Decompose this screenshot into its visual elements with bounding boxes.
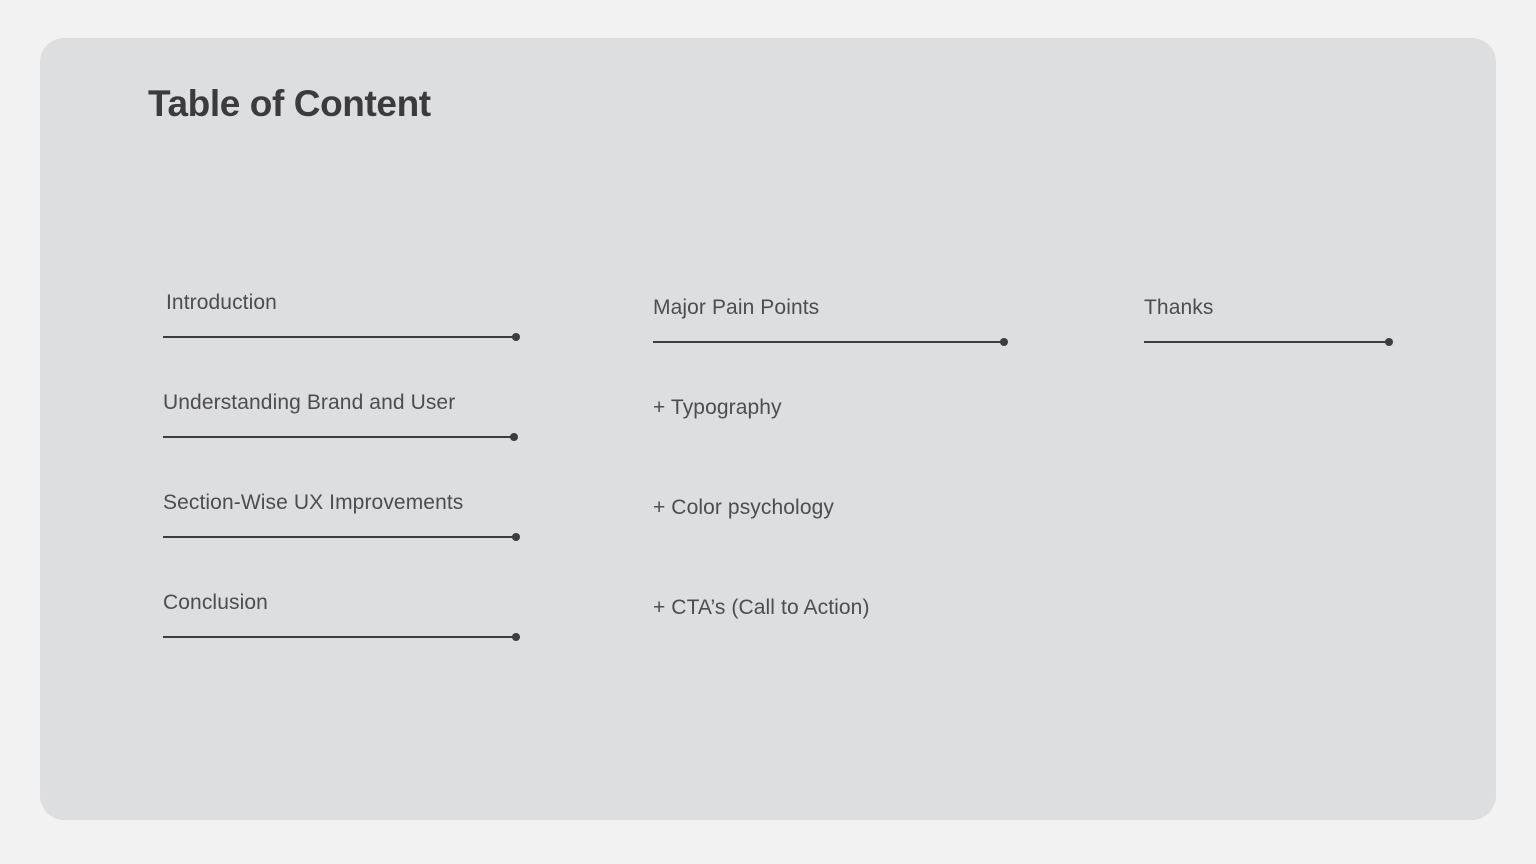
toc-entry-dot [512, 533, 520, 541]
toc-column-three: Thanks [1144, 293, 1404, 393]
toc-entry[interactable]: Understanding Brand and User [163, 388, 533, 488]
toc-entry-dot [1000, 338, 1008, 346]
toc-entry[interactable]: Section-Wise UX Improvements [163, 488, 533, 588]
page-title: Table of Content [148, 83, 431, 124]
toc-entry-label: Understanding Brand and User [163, 391, 456, 414]
slide-card [40, 38, 1496, 820]
toc-entry[interactable]: + Typography [653, 393, 1023, 493]
toc-entry-dot [512, 633, 520, 641]
toc-entry-label: Introduction [166, 291, 277, 314]
toc-entry-label: Major Pain Points [653, 296, 820, 319]
toc-entry-rule [163, 336, 518, 338]
toc-entry-dot [512, 333, 520, 341]
toc-entry[interactable]: + CTA’s (Call to Action) [653, 593, 1023, 693]
toc-entry-label: + CTA’s (Call to Action) [653, 596, 870, 619]
toc-entry-rule [163, 636, 518, 638]
toc-entry-label: Thanks [1144, 296, 1214, 319]
toc-column-one: Introduction Understanding Brand and Use… [163, 288, 533, 688]
toc-entry[interactable]: + Color psychology [653, 493, 1023, 593]
toc-entry[interactable]: Introduction [163, 288, 533, 388]
toc-entry-label: + Typography [653, 396, 782, 419]
toc-column-two: Major Pain Points + Typography + Color p… [653, 293, 1023, 693]
toc-entry[interactable]: Major Pain Points [653, 293, 1023, 393]
toc-entry-dot [510, 433, 518, 441]
toc-entry-dot [1385, 338, 1393, 346]
toc-entry-label: Conclusion [163, 591, 268, 614]
toc-entry-rule [1144, 341, 1391, 343]
toc-entry-label: + Color psychology [653, 496, 834, 519]
toc-entry[interactable]: Conclusion [163, 588, 533, 688]
toc-entry-rule [653, 341, 1006, 343]
toc-entry-rule [163, 536, 518, 538]
toc-entry-label: Section-Wise UX Improvements [163, 491, 464, 514]
toc-entry[interactable]: Thanks [1144, 293, 1404, 393]
toc-entry-rule [163, 436, 516, 438]
